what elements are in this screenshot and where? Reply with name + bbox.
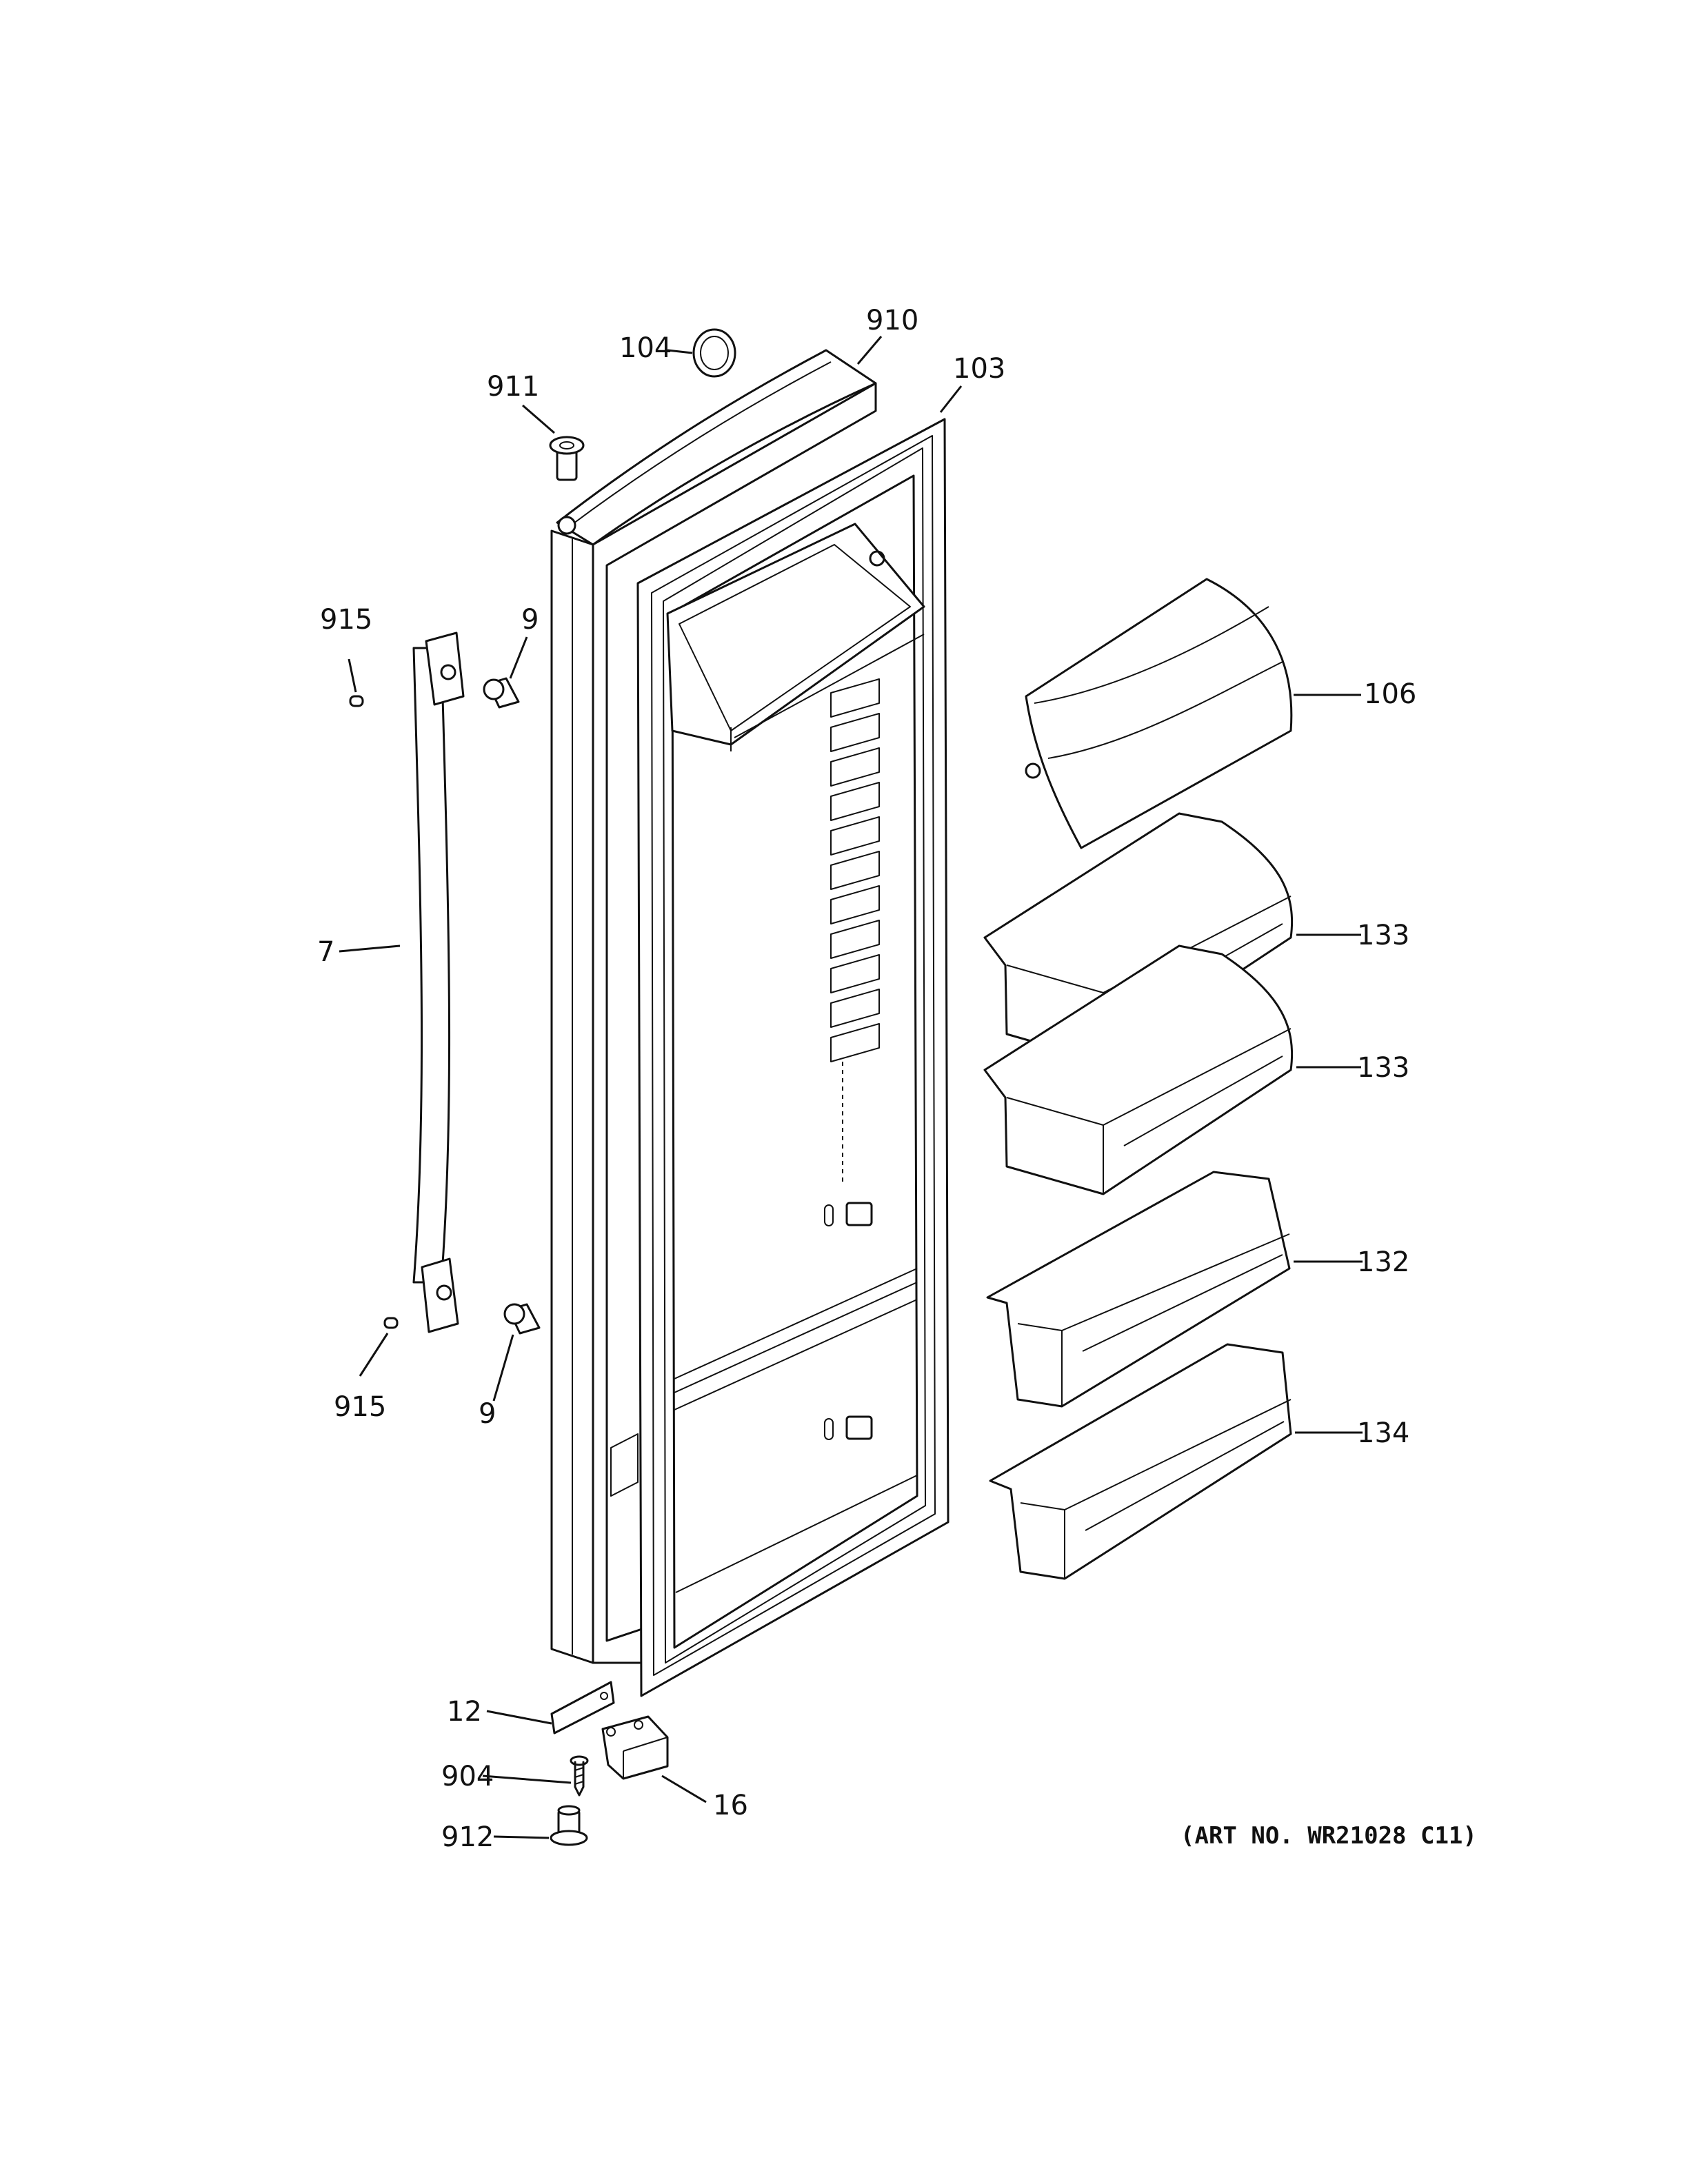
label-915-bottom: 915 bbox=[334, 1391, 386, 1423]
label-7: 7 bbox=[317, 936, 334, 968]
label-132: 132 bbox=[1357, 1246, 1409, 1278]
label-912: 912 bbox=[441, 1821, 494, 1853]
label-9-top: 9 bbox=[521, 604, 539, 636]
label-9-bottom: 9 bbox=[479, 1398, 496, 1430]
label-134: 134 bbox=[1357, 1417, 1409, 1449]
shelf-rail-ribs bbox=[830, 678, 880, 1062]
handle-stud-top bbox=[483, 677, 520, 709]
label-106: 106 bbox=[1364, 678, 1416, 710]
door-bin-132 bbox=[986, 1171, 1291, 1408]
door-outer-shell bbox=[550, 349, 877, 1664]
bottom-hinge-16 bbox=[601, 1715, 669, 1780]
label-12: 12 bbox=[447, 1696, 482, 1728]
label-910: 910 bbox=[866, 305, 918, 336]
door-handle bbox=[412, 631, 465, 1333]
dairy-bin-cover bbox=[1025, 578, 1293, 849]
door-bin-133-lower bbox=[983, 944, 1294, 1195]
label-133-upper: 133 bbox=[1357, 920, 1409, 951]
bushing-911 bbox=[549, 436, 585, 481]
door-liner-gasket bbox=[610, 418, 950, 1697]
label-915-top: 915 bbox=[320, 604, 372, 636]
label-104: 104 bbox=[619, 332, 672, 364]
label-16: 16 bbox=[713, 1790, 748, 1821]
leader-lines bbox=[339, 336, 1363, 1839]
bushing-912 bbox=[550, 1805, 588, 1846]
set-screw-bottom bbox=[383, 1317, 399, 1329]
handle-stud-bottom bbox=[503, 1303, 541, 1335]
label-911: 911 bbox=[487, 371, 539, 403]
label-904: 904 bbox=[441, 1761, 494, 1792]
hinge-plate-12 bbox=[550, 1681, 615, 1735]
door-bin-134 bbox=[989, 1343, 1292, 1580]
label-103: 103 bbox=[953, 353, 1005, 385]
screw-904 bbox=[570, 1755, 589, 1797]
part-labels: 104 910 103 911 915 9 106 7 133 133 132 … bbox=[317, 305, 1477, 1853]
art-number: (ART NO. WR21028 C11) bbox=[1180, 1822, 1477, 1850]
set-screw-top bbox=[349, 695, 364, 707]
label-133-lower: 133 bbox=[1357, 1052, 1409, 1084]
